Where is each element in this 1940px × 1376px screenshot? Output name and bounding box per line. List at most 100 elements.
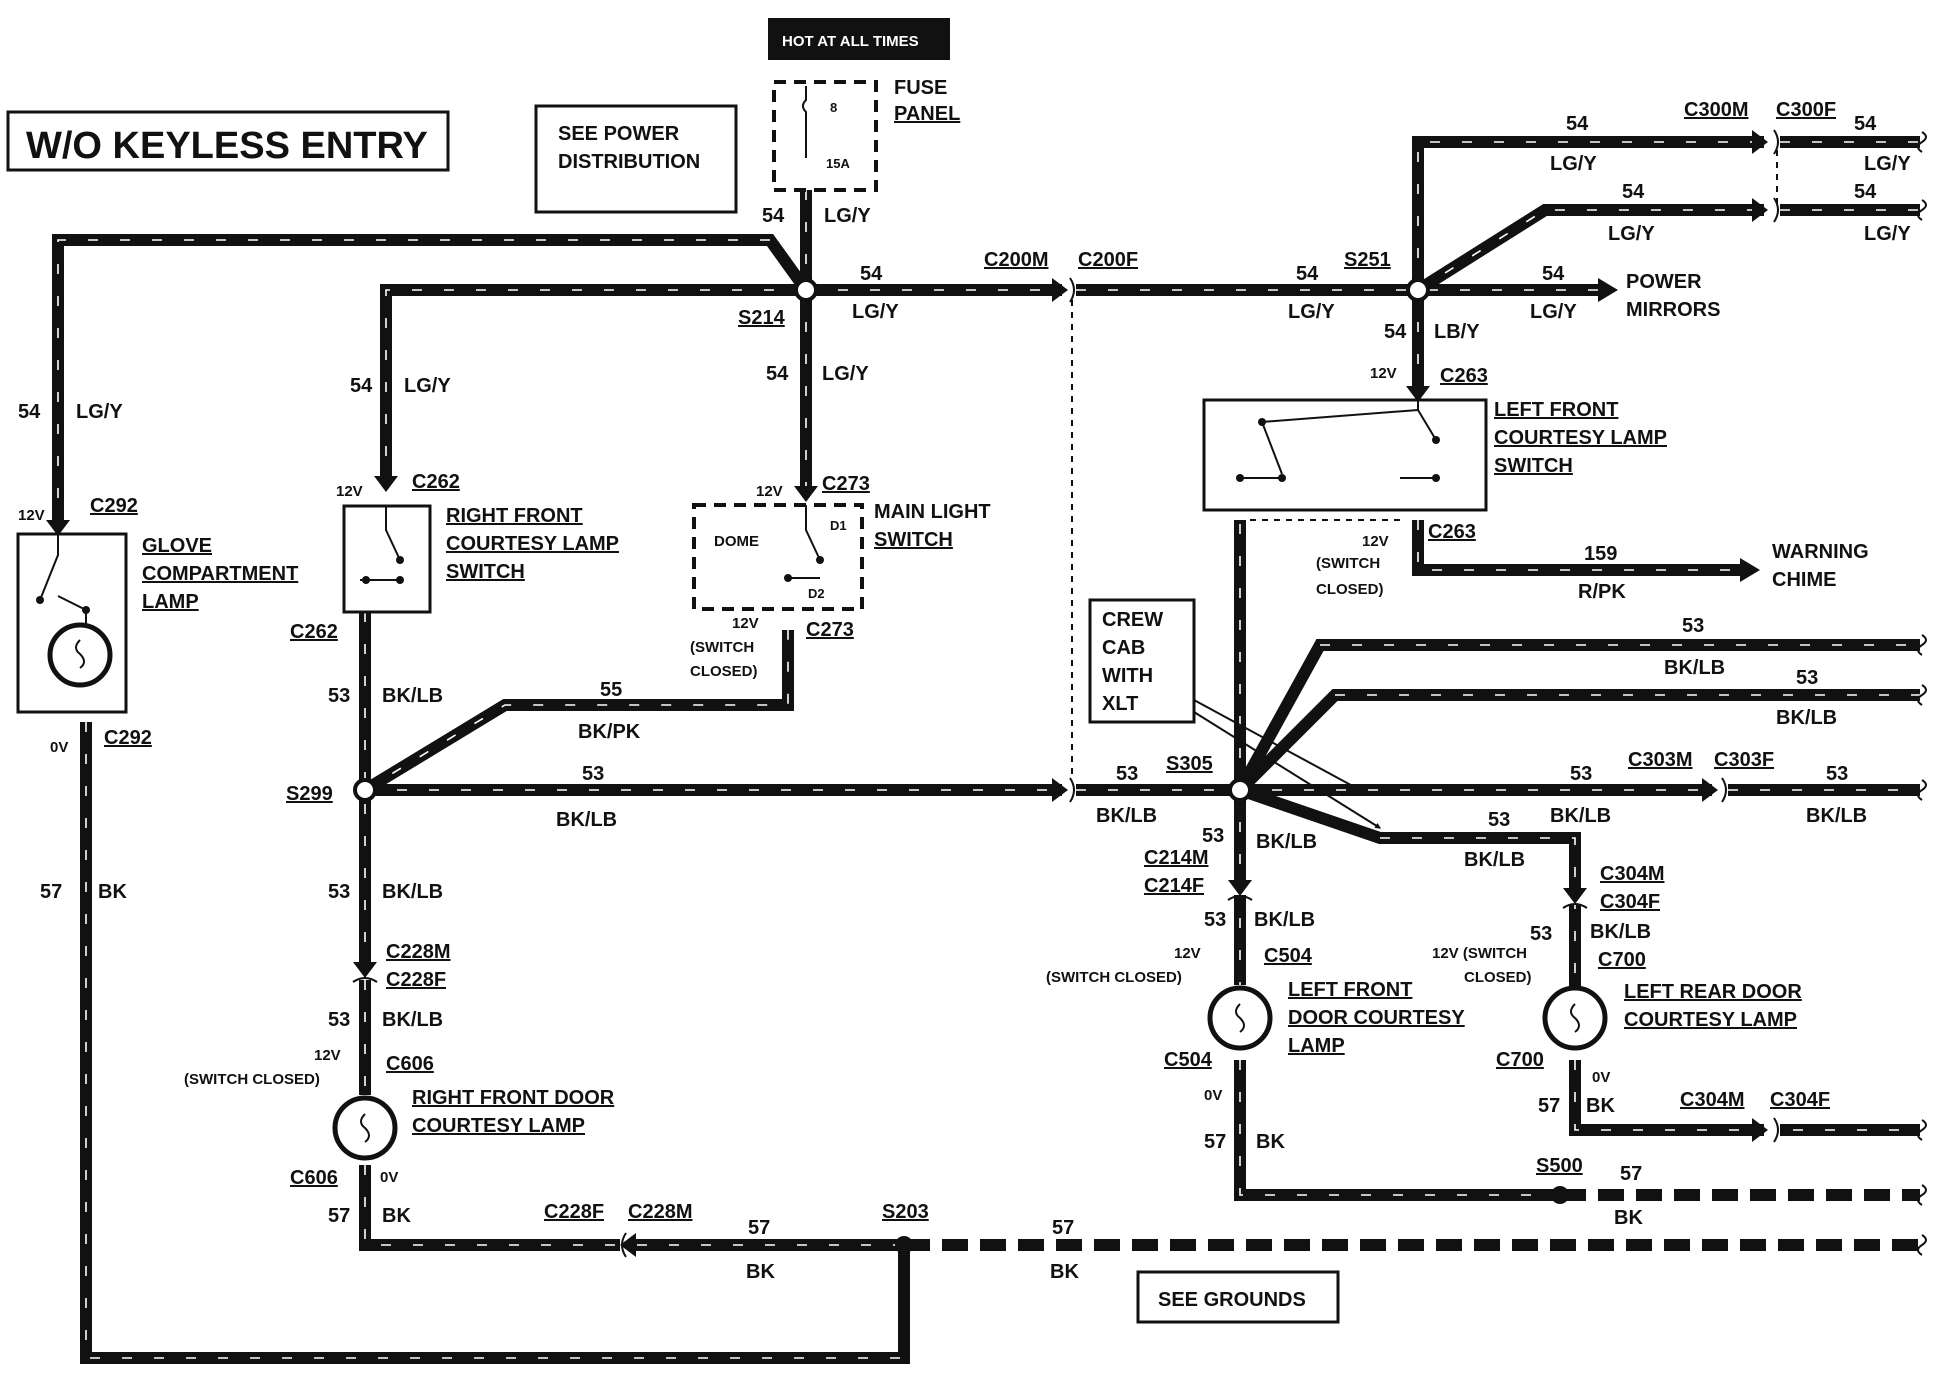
splice-s251: [1406, 278, 1430, 302]
circuit-labels: 54 LG/Y 54 LG/Y S214 54 LG/Y 54 LG/Y 54 …: [18, 99, 1911, 1283]
lbl-bklb-lr: BK/LB: [1464, 849, 1525, 871]
main-light-label-2: SWITCH: [874, 529, 953, 551]
lbl-closed-paren-lf: CLOSED): [1316, 581, 1384, 598]
lbl-12v-rfdoor: 12V: [314, 1047, 341, 1064]
lbl-55: 55: [600, 679, 622, 701]
end-4: [1917, 684, 1927, 706]
lbl-12v-main-bottom: 12V: [732, 615, 759, 632]
lbl-c263-top: C263: [1440, 365, 1488, 387]
lbl-c304f-bottom: C304F: [1770, 1089, 1830, 1111]
rf-switch-label-3: SWITCH: [446, 561, 525, 583]
lbl-c303m: C303M: [1628, 749, 1692, 771]
lbl-bk-glove: BK: [98, 881, 127, 903]
see-power-box: [534, 104, 738, 214]
lbl-lby: LB/Y: [1434, 321, 1480, 343]
fuse-panel-label-1: FUSE: [894, 77, 947, 99]
lbl-c504-top: C504: [1264, 945, 1313, 967]
fuse-panel-label-2: PANEL: [894, 103, 960, 125]
lbl-bklb-lrdoor: BK/LB: [1590, 921, 1651, 943]
lbl-c263-bottom: C263: [1428, 521, 1476, 543]
rf-contact-c: [396, 576, 404, 584]
lbl-c700-bottom: C700: [1496, 1049, 1544, 1071]
splice-s500: [1551, 1186, 1569, 1204]
main-light-pin-d1: D1: [830, 518, 847, 533]
rf-switch-label-1: RIGHT FRONT: [446, 505, 583, 527]
lbl-54-top-2: 54: [1622, 181, 1645, 203]
warning-chime-label-1: WARNING: [1772, 541, 1869, 563]
crew-note-pointer-2: [1193, 711, 1382, 829]
splice-s214: [794, 278, 818, 302]
lbl-c200m: C200M: [984, 249, 1048, 271]
rf-contact-b: [362, 576, 370, 584]
lbl-0v-rfdoor: 0V: [380, 1169, 398, 1186]
lf-switch-box: [1202, 398, 1488, 512]
lbl-c300m: C300M: [1684, 99, 1748, 121]
lbl-bklb-s299-down: BK/LB: [382, 881, 443, 903]
lf-switch-label-2: COURTESY LAMP: [1494, 427, 1667, 449]
lbl-54-s251-down: 54: [1384, 321, 1407, 343]
lbl-switch-closed-lf: (SWITCH CLOSED): [1046, 969, 1182, 986]
lf-switch-label-3: SWITCH: [1494, 455, 1573, 477]
lbl-54-s214-down: 54: [766, 363, 789, 385]
lbl-lgy-mirrors: LG/Y: [1530, 301, 1577, 323]
end-1: [1917, 131, 1927, 153]
lbl-57-rfdoor: 57: [328, 1205, 350, 1227]
lbl-bklb-c303-out: BK/LB: [1806, 805, 1867, 827]
rf-door-filament: [360, 1113, 370, 1143]
lbl-c273-bottom: C273: [806, 619, 854, 641]
arrow-c300m-1: [1752, 130, 1768, 154]
lbl-57-s500: 57: [1620, 1163, 1642, 1185]
lbl-s251: S251: [1344, 249, 1391, 271]
lbl-53-s305-down: 53: [1202, 825, 1224, 847]
arrow-c228f: [620, 1233, 636, 1257]
arrow-c262: [374, 476, 398, 492]
lbl-53-c303-out: 53: [1826, 763, 1848, 785]
see-grounds-label: SEE GROUNDS: [1158, 1289, 1306, 1311]
arrow-c300m-2: [1752, 198, 1768, 222]
lbl-lgy-glove: LG/Y: [76, 401, 123, 423]
lf-contact-d: [1432, 436, 1440, 444]
glove-contact-b: [82, 606, 90, 614]
see-grounds-box: [1136, 1270, 1340, 1324]
lbl-57-lrdoor: 57: [1538, 1095, 1560, 1117]
lbl-bklb-c303: BK/LB: [1550, 805, 1611, 827]
cup-c300f-1: [1773, 129, 1779, 155]
lbl-54-fuse: 54: [762, 205, 785, 227]
crew-note-line-4: XLT: [1102, 693, 1138, 715]
lbl-c273-top: C273: [822, 473, 870, 495]
lbl-57-bottom-right: 57: [1052, 1217, 1074, 1239]
main-light-contact-d1: [816, 556, 824, 564]
crew-note-pointer-1: [1193, 699, 1362, 791]
lbl-12v-glove: 12V: [18, 507, 45, 524]
warning-chime-label-2: CHIME: [1772, 569, 1836, 591]
glove-filament: [75, 639, 85, 669]
rf-contact-a: [396, 556, 404, 564]
lbl-lgy-top-1: LG/Y: [1550, 153, 1597, 175]
splice-s305: [1228, 778, 1252, 802]
lbl-12v-lf: 12V: [1370, 365, 1397, 382]
lf-contact-a: [1258, 418, 1266, 426]
lbl-lgy-fuse: LG/Y: [824, 205, 871, 227]
lbl-c504-bottom: C504: [1164, 1049, 1213, 1071]
cup-c228f: [352, 977, 378, 983]
lbl-c304m-top: C304M: [1600, 863, 1664, 885]
lbl-c304m-bottom: C304M: [1680, 1089, 1744, 1111]
lbl-bk-lfdoor: BK: [1256, 1131, 1285, 1153]
lbl-bklb-main: BK/LB: [556, 809, 617, 831]
arrow-heads: [46, 130, 1768, 1257]
lbl-57-glove: 57: [40, 881, 62, 903]
lf-contact-b: [1278, 474, 1286, 482]
lbl-53-out-2: 53: [1796, 667, 1818, 689]
hot-banner: HOT AT ALL TIMES: [782, 33, 919, 50]
rf-door-label-2: COURTESY LAMP: [412, 1115, 585, 1137]
lbl-lgy-s214-right: LG/Y: [852, 301, 899, 323]
lbl-54-s214-right: 54: [860, 263, 883, 285]
arrow-c292: [46, 520, 70, 536]
lbl-0v-lfdoor: 0V: [1204, 1087, 1222, 1104]
lr-door-filament: [1570, 1003, 1580, 1033]
main-light-label-1: MAIN LIGHT: [874, 501, 991, 523]
lbl-0v-lrdoor: 0V: [1592, 1069, 1610, 1086]
end-5: [1917, 779, 1927, 801]
